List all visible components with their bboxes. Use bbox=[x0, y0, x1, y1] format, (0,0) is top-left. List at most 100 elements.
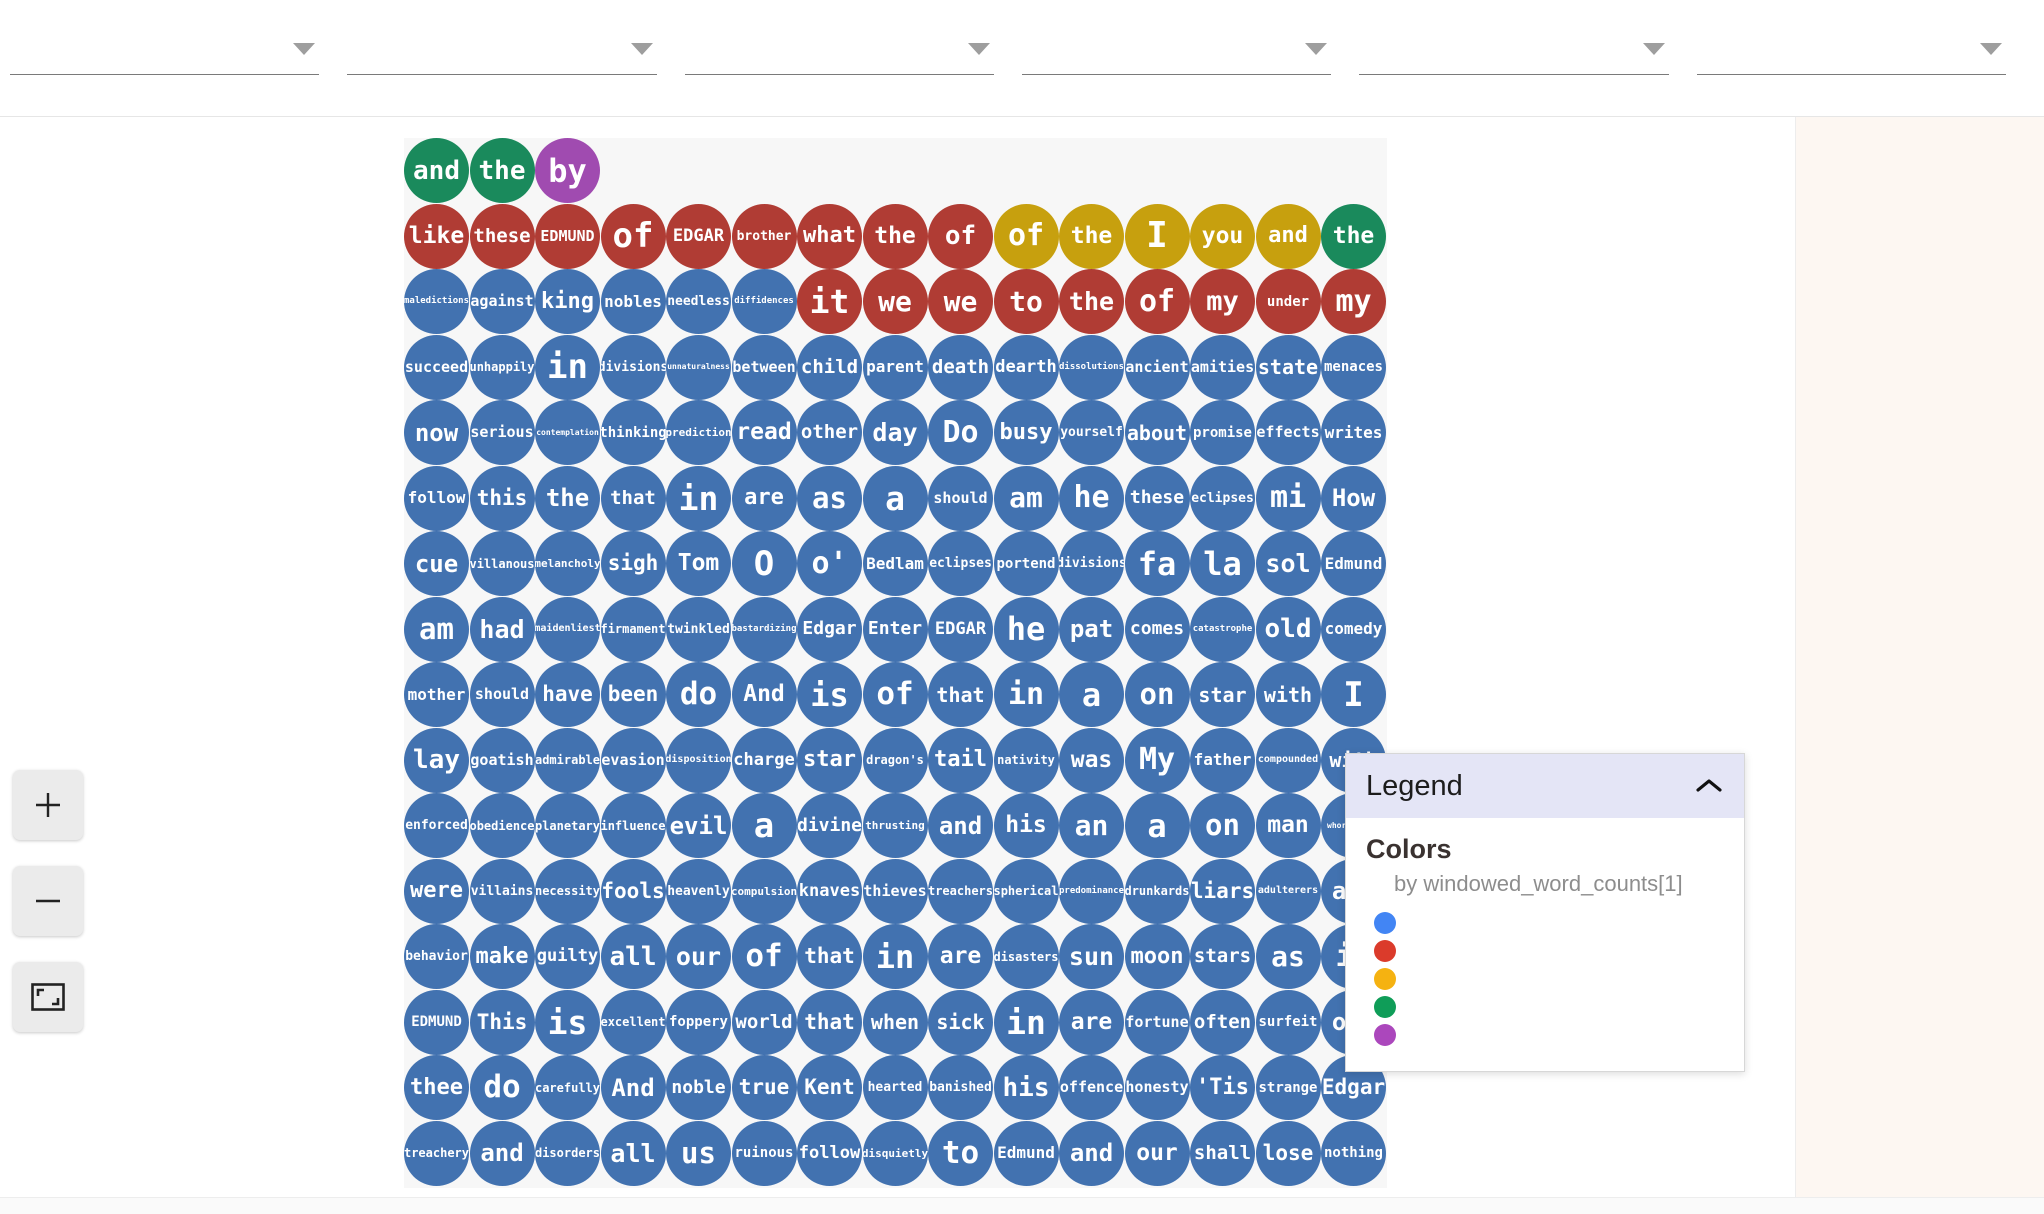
bubble-point[interactable]: villains bbox=[469, 858, 535, 924]
bubble-point[interactable]: 'Tis bbox=[1190, 1055, 1255, 1120]
bubble-point[interactable]: of bbox=[993, 203, 1059, 269]
bubble-point[interactable]: was bbox=[1059, 727, 1124, 793]
select-color-by[interactable] bbox=[684, 31, 994, 75]
bubble-point[interactable]: an bbox=[1059, 793, 1124, 858]
bubble-point[interactable]: cue bbox=[404, 531, 469, 596]
bubble-point[interactable]: eclipses bbox=[928, 531, 993, 596]
bubble-point[interactable]: brother bbox=[731, 203, 797, 269]
bubble-point[interactable]: on bbox=[1124, 662, 1190, 727]
bubble-point[interactable]: disposition bbox=[666, 727, 731, 793]
bubble-point[interactable]: EDMUND bbox=[404, 989, 469, 1055]
bubble-point[interactable]: my bbox=[1190, 269, 1255, 334]
bubble-point[interactable]: influence bbox=[600, 793, 666, 858]
bubble-point[interactable]: shall bbox=[1190, 1120, 1255, 1186]
bubble-point[interactable]: read bbox=[731, 400, 797, 465]
bubble-point[interactable]: in bbox=[535, 334, 600, 400]
legend-item[interactable] bbox=[1346, 965, 1744, 993]
bubble-point[interactable]: EDGAR bbox=[928, 596, 993, 662]
bubble-point[interactable]: by bbox=[535, 138, 600, 203]
bubble-point[interactable]: lay bbox=[404, 727, 469, 793]
bubble-point[interactable]: my bbox=[1321, 269, 1386, 334]
bubble-point[interactable]: busy bbox=[993, 400, 1059, 465]
bubble-point[interactable]: Edmund bbox=[993, 1120, 1059, 1186]
bubble-point[interactable]: sol bbox=[1255, 531, 1321, 596]
bubble-point[interactable]: as bbox=[797, 465, 862, 531]
bubble-point[interactable]: star bbox=[1190, 662, 1255, 727]
bubble-point[interactable]: O bbox=[731, 531, 797, 596]
bubble-point[interactable]: father bbox=[1190, 727, 1255, 793]
bubble-point[interactable]: follow bbox=[797, 1120, 862, 1186]
bubble-point[interactable]: banished bbox=[928, 1055, 993, 1120]
bubble-point[interactable]: menaces bbox=[1321, 334, 1386, 400]
bubble-point[interactable]: should bbox=[928, 465, 993, 531]
bubble-point[interactable]: yourself bbox=[1059, 400, 1124, 465]
bubble-point[interactable]: the bbox=[862, 203, 928, 269]
bubble-point[interactable]: unnaturalness bbox=[666, 334, 731, 400]
legend-header[interactable]: Legend bbox=[1346, 754, 1744, 818]
bubble-point[interactable]: fa bbox=[1124, 531, 1190, 596]
bubble-point[interactable]: comes bbox=[1124, 596, 1190, 662]
bubble-point[interactable]: sick bbox=[928, 989, 993, 1055]
bubble-point[interactable]: the bbox=[1059, 203, 1124, 269]
bubble-point[interactable]: honesty bbox=[1124, 1055, 1190, 1120]
bubble-point[interactable]: am bbox=[993, 465, 1059, 531]
bubble-point[interactable]: to bbox=[993, 269, 1059, 334]
bubble-point[interactable]: of bbox=[731, 924, 797, 989]
bubble-point[interactable]: stars bbox=[1190, 924, 1255, 989]
bubble-point[interactable]: firmament bbox=[600, 596, 666, 662]
bubble-point[interactable]: his bbox=[993, 1055, 1059, 1120]
bubble-point[interactable]: admirable bbox=[535, 727, 600, 793]
bubble-point[interactable]: is bbox=[535, 989, 600, 1055]
bubble-point[interactable]: surfeit bbox=[1255, 989, 1321, 1055]
chevron-down-icon[interactable] bbox=[1642, 43, 1665, 55]
chevron-down-icon[interactable] bbox=[1305, 43, 1328, 55]
chevron-down-icon[interactable] bbox=[967, 43, 990, 55]
bubble-point[interactable]: and bbox=[404, 138, 469, 203]
bubble-point[interactable]: state bbox=[1255, 334, 1321, 400]
bubble-point[interactable]: other bbox=[797, 400, 862, 465]
bubble-point[interactable]: divisions bbox=[600, 334, 666, 400]
bubble-point[interactable]: adulterers bbox=[1255, 858, 1321, 924]
bubble-point[interactable]: a bbox=[1059, 662, 1124, 727]
bubble-point[interactable]: disorders bbox=[535, 1120, 600, 1186]
bubble-point[interactable]: melancholy bbox=[535, 531, 600, 596]
bubble-point[interactable]: succeed bbox=[404, 334, 469, 400]
bubble-point[interactable]: Bedlam bbox=[862, 531, 928, 596]
bubble-point[interactable]: knaves bbox=[797, 858, 862, 924]
bubble-point[interactable]: pat bbox=[1059, 596, 1124, 662]
bubble-point[interactable]: in bbox=[862, 924, 928, 989]
bubble-point[interactable]: unhappily bbox=[469, 334, 535, 400]
bubble-point[interactable]: now bbox=[404, 400, 469, 465]
bubble-point[interactable]: have bbox=[535, 662, 600, 727]
bubble-point[interactable]: mother bbox=[404, 662, 469, 727]
bubble-point[interactable]: us bbox=[666, 1120, 731, 1186]
bubble-point[interactable]: that bbox=[928, 662, 993, 727]
bubble-point[interactable]: maledictions bbox=[404, 269, 469, 334]
bubble-point[interactable]: compounded bbox=[1255, 727, 1321, 793]
bubble-point[interactable]: offence bbox=[1059, 1055, 1124, 1120]
bubble-point[interactable]: that bbox=[600, 465, 666, 531]
bubble-point[interactable]: twinkled bbox=[666, 596, 731, 662]
bubble-point[interactable]: our bbox=[1124, 1120, 1190, 1186]
bubble-point[interactable]: strange bbox=[1255, 1055, 1321, 1120]
bubble-point[interactable]: these bbox=[469, 203, 535, 269]
bubble-point[interactable]: portend bbox=[993, 531, 1059, 596]
bubble-point[interactable]: evil bbox=[666, 793, 731, 858]
bubble-point[interactable]: the bbox=[469, 138, 535, 203]
bubble-point[interactable]: Edmund bbox=[1321, 531, 1386, 596]
bubble-point[interactable]: a bbox=[731, 793, 797, 858]
bubble-point[interactable]: obedience bbox=[469, 793, 535, 858]
bubble-point[interactable]: treachers bbox=[928, 858, 993, 924]
bubble-point[interactable]: guilty bbox=[535, 924, 600, 989]
bubble-point[interactable]: ancient bbox=[1124, 334, 1190, 400]
bubble-point[interactable]: like bbox=[404, 203, 469, 269]
bubble-point[interactable]: Do bbox=[928, 400, 993, 465]
zoom-in-button[interactable] bbox=[13, 770, 83, 840]
select-label-by[interactable] bbox=[1021, 31, 1332, 75]
legend-item[interactable] bbox=[1346, 909, 1744, 937]
bubble-point[interactable]: EDGAR bbox=[666, 203, 731, 269]
bubble-point[interactable]: sigh bbox=[600, 531, 666, 596]
bubble-point[interactable]: you bbox=[1190, 203, 1255, 269]
bubble-point[interactable]: excellent bbox=[600, 989, 666, 1055]
